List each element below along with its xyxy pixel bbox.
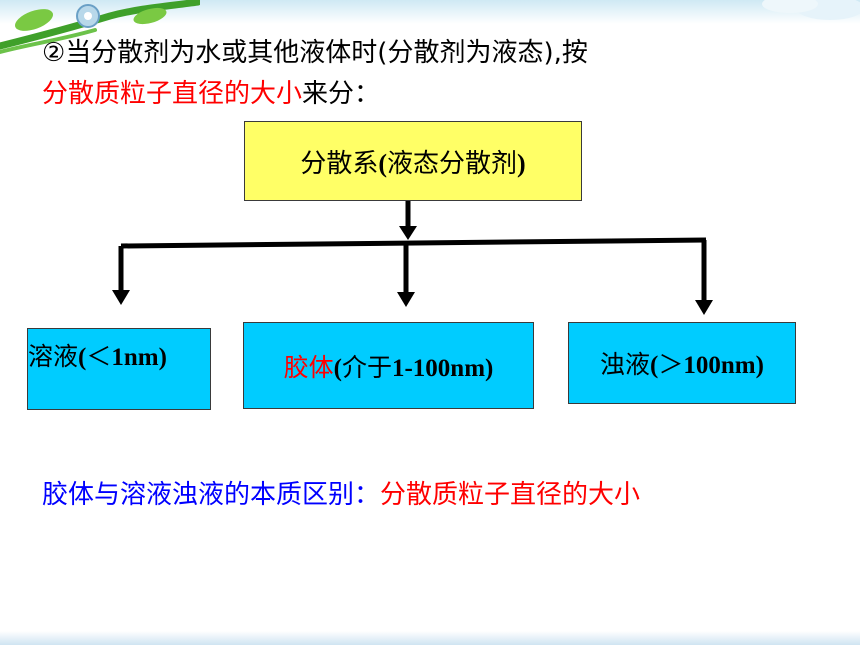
- criterion-suffix: 来分：: [302, 79, 381, 109]
- right-arrow-head: [695, 300, 713, 315]
- criterion-text: 分散质粒子直径的大小: [42, 79, 303, 109]
- colloid-between: 介于: [341, 352, 392, 382]
- suspension-size: 100nm): [683, 352, 764, 379]
- solution-name: 溶液: [28, 342, 79, 371]
- root-label-c: 液态分散剂: [387, 148, 518, 179]
- colloid-box: 胶体(介于1-100nm): [243, 322, 534, 409]
- colloid-size: 1-100nm): [391, 354, 494, 382]
- cloud-decoration-icon: [762, 0, 860, 20]
- suspension-box: 浊液(＞100nm): [568, 322, 796, 404]
- root-arrow-head: [399, 226, 417, 240]
- bottom-gradient-band: [0, 631, 860, 645]
- vine-decoration-icon: [0, 0, 200, 54]
- root-label-a: 分散系: [300, 148, 379, 179]
- root-label-b: (: [378, 148, 387, 178]
- intro-line-2: 分散质粒子直径的大小来分：: [42, 73, 380, 110]
- solution-paren: (: [78, 344, 87, 371]
- horizontal-bus-line: [120, 237, 707, 249]
- left-arrow-head: [112, 290, 130, 305]
- middle-arrow-head: [397, 292, 415, 307]
- solution-box: 溶液(＜1nm): [27, 328, 211, 410]
- conclusion-answer: 分散质粒子直径的大小: [380, 480, 641, 510]
- solution-size: 1nm): [111, 344, 167, 371]
- colloid-name: 胶体: [283, 352, 334, 382]
- root-label-d: ): [517, 148, 526, 178]
- suspension-paren: (: [650, 352, 659, 379]
- intro-line: ②当分散剂为水或其他液体时(分散剂为液态),按: [42, 38, 588, 68]
- conclusion-line: 胶体与溶液浊液的本质区别：分散质粒子直径的大小: [42, 474, 640, 511]
- suspension-gt: ＞: [658, 350, 684, 379]
- suspension-name: 浊液: [600, 350, 651, 379]
- colloid-paren: (: [333, 354, 342, 382]
- conclusion-lead: 胶体与溶液浊液的本质区别：: [42, 480, 381, 510]
- solution-lt: ＜: [86, 342, 112, 371]
- dispersion-system-box: 分散系(液态分散剂): [244, 121, 582, 201]
